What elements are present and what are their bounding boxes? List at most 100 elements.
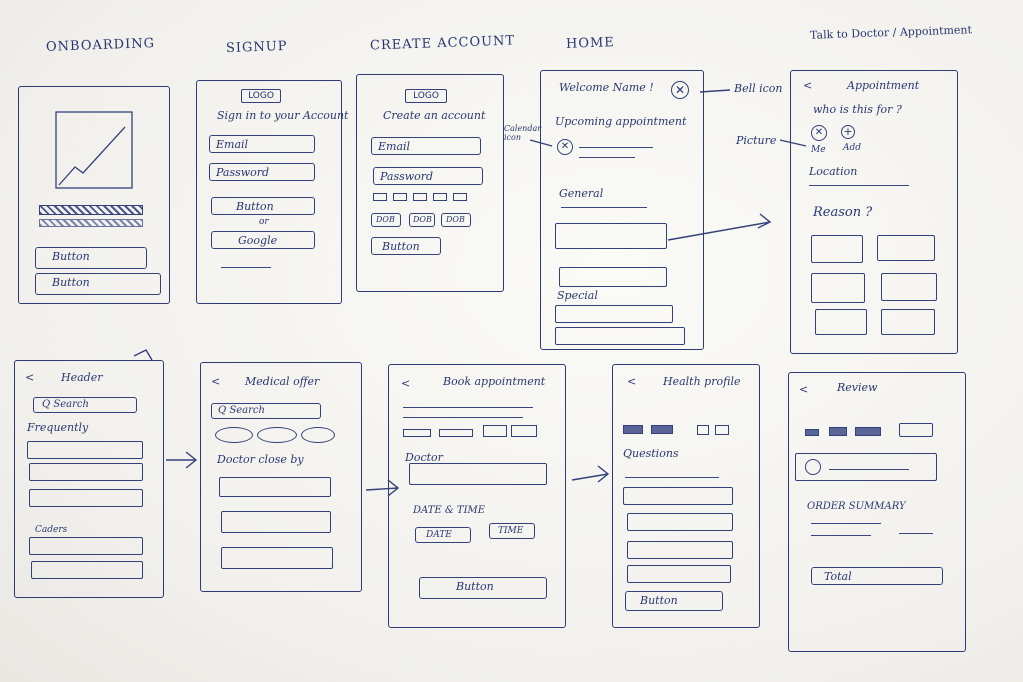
cader-item-2[interactable] xyxy=(31,561,143,579)
medical-offer-frame: < Medical offer Q Search Doctor close by xyxy=(200,362,362,592)
doctor-card-2[interactable] xyxy=(221,511,331,533)
arrow-home-to-appointment xyxy=(667,221,771,241)
question-field-1[interactable] xyxy=(623,487,733,505)
create-dob-3[interactable]: DOB xyxy=(441,213,471,227)
book-option-1[interactable] xyxy=(403,429,431,437)
book-button[interactable]: Button xyxy=(419,577,547,599)
appointment-frame: < Appointment who is this for ? ✕ + Me A… xyxy=(790,70,958,354)
health-back-icon[interactable]: < xyxy=(627,375,637,388)
medical-search-input[interactable]: Q Search xyxy=(211,403,321,419)
health-profile-frame: < Health profile Questions Button xyxy=(612,364,760,628)
me-avatar-icon[interactable]: ✕ xyxy=(811,125,827,141)
review-doctor-line xyxy=(829,469,909,470)
create-logo: LOGO xyxy=(405,89,447,103)
create-button[interactable]: Button xyxy=(371,237,441,255)
create-dob-1[interactable]: DOB xyxy=(371,213,401,227)
medical-category-pill-3[interactable] xyxy=(301,427,335,443)
picture-annotation-pointer xyxy=(779,139,807,147)
question-line xyxy=(625,477,719,478)
book-time-field[interactable]: TIME xyxy=(489,523,535,539)
home-frame: Welcome Name ! ✕ Upcoming appointment ✕ … xyxy=(540,70,704,350)
reason-card-1[interactable] xyxy=(811,235,863,263)
question-field-2[interactable] xyxy=(627,513,733,531)
create-email-field[interactable]: Email xyxy=(371,137,481,155)
medical-title: Medical offer xyxy=(245,375,320,388)
create-checkbox-3[interactable] xyxy=(413,193,427,201)
book-info-line-2 xyxy=(403,417,523,418)
special-card-2[interactable] xyxy=(555,327,685,345)
frequent-item-1[interactable] xyxy=(27,441,143,459)
review-total: Total xyxy=(811,567,943,585)
create-checkbox-5[interactable] xyxy=(453,193,467,201)
signup-logo: LOGO xyxy=(241,89,281,103)
general-card-1[interactable] xyxy=(555,223,667,249)
onboarding-button-1[interactable]: Button xyxy=(35,247,147,269)
general-card-2[interactable] xyxy=(559,267,667,287)
add-person-icon[interactable]: + xyxy=(841,125,855,139)
review-doctor-card[interactable] xyxy=(795,453,937,481)
doctor-card-3[interactable] xyxy=(221,547,333,569)
book-option-3[interactable] xyxy=(483,425,507,437)
arrow-to-header-screen xyxy=(133,349,153,361)
health-questions-label: Questions xyxy=(623,447,679,460)
reason-card-2[interactable] xyxy=(877,235,935,261)
progress-indicator-2 xyxy=(39,219,143,227)
doctor-card-1[interactable] xyxy=(219,477,331,497)
header-search-input[interactable]: Q Search xyxy=(33,397,137,413)
medical-back-icon[interactable]: < xyxy=(211,375,221,388)
health-step-1 xyxy=(623,425,643,434)
book-appointment-frame: < Book appointment Doctor DATE & TIME DA… xyxy=(388,364,566,628)
header-title: Header xyxy=(61,371,103,384)
book-option-2[interactable] xyxy=(439,429,473,437)
reason-card-5[interactable] xyxy=(815,309,867,335)
create-checkbox-2[interactable] xyxy=(393,193,407,201)
signup-footer-line xyxy=(221,267,271,268)
review-avatar-icon xyxy=(805,459,821,475)
create-password-field[interactable]: Password xyxy=(373,167,483,185)
book-option-4[interactable] xyxy=(511,425,537,437)
cader-item-1[interactable] xyxy=(29,537,143,555)
question-field-3[interactable] xyxy=(627,541,733,559)
bell-icon[interactable]: ✕ xyxy=(671,81,689,99)
review-step-4 xyxy=(899,423,933,437)
book-doctor-field[interactable] xyxy=(409,463,547,485)
calendar-annotation-pointer xyxy=(529,139,553,147)
reason-card-3[interactable] xyxy=(811,273,865,303)
health-button[interactable]: Button xyxy=(625,591,723,611)
review-order-summary: ORDER SUMMARY xyxy=(807,501,906,512)
appointment-line-1 xyxy=(579,147,653,148)
signup-google-button[interactable]: Google xyxy=(211,231,315,249)
special-card-1[interactable] xyxy=(555,305,673,323)
medical-category-pill-2[interactable] xyxy=(257,427,297,443)
calendar-icon[interactable]: ✕ xyxy=(557,139,573,155)
annotation-picture: Picture xyxy=(736,134,777,147)
book-date-time-label: DATE & TIME xyxy=(413,505,486,516)
create-dob-2[interactable]: DOB xyxy=(409,213,435,227)
frequent-item-3[interactable] xyxy=(29,489,143,507)
question-field-4[interactable] xyxy=(627,565,731,583)
create-checkbox-4[interactable] xyxy=(433,193,447,201)
book-doctor-label: Doctor xyxy=(405,451,443,464)
appointment-back-icon[interactable]: < xyxy=(803,79,813,92)
onboarding-button-2[interactable]: Button xyxy=(35,273,161,295)
review-step-3 xyxy=(855,427,881,436)
review-step-2 xyxy=(829,427,847,436)
signup-email-field[interactable]: Email xyxy=(209,135,315,153)
reason-card-6[interactable] xyxy=(881,309,935,335)
progress-indicator xyxy=(39,205,143,215)
reason-card-4[interactable] xyxy=(881,273,937,301)
health-step-2 xyxy=(651,425,673,434)
signup-button[interactable]: Button xyxy=(211,197,315,215)
signup-password-field[interactable]: Password xyxy=(209,163,315,181)
review-back-icon[interactable]: < xyxy=(799,383,809,396)
home-general-heading: General xyxy=(559,187,604,200)
create-checkbox-1[interactable] xyxy=(373,193,387,201)
book-date-field[interactable]: DATE xyxy=(415,527,471,543)
header-back-icon[interactable]: < xyxy=(25,371,35,384)
frequent-item-2[interactable] xyxy=(29,463,143,481)
location-line xyxy=(809,185,909,186)
header-caders: Caders xyxy=(35,525,68,535)
medical-category-pill-1[interactable] xyxy=(215,427,253,443)
book-back-icon[interactable]: < xyxy=(401,377,411,390)
